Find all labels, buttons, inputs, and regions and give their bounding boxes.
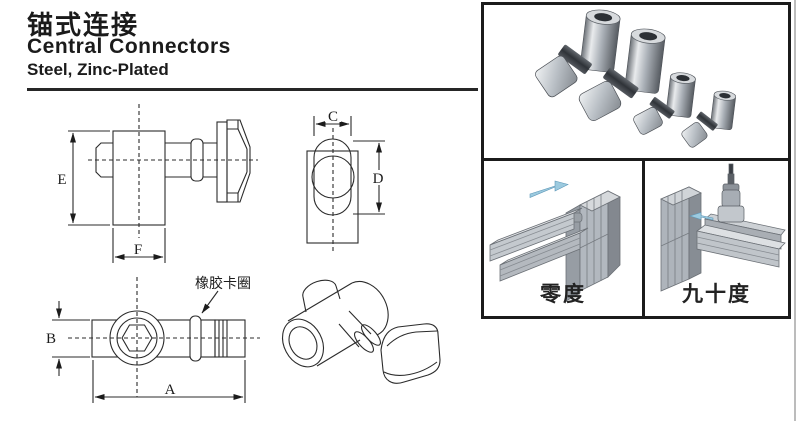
horizontal-profile-beams [696,213,786,268]
dim-label-A: A [165,382,176,398]
vertical-profile-post [660,186,702,292]
horizontal-profile-beams [489,207,589,282]
connectors-photo [535,9,737,148]
isometric-view-drawing [281,279,441,384]
zero-degree-label: 零度 [540,282,586,306]
page-title-english: Central Connectors [27,35,231,58]
ninety-degree-label: 九十度 [682,282,751,306]
ninety-degree-illustration [660,163,786,292]
dim-label-E: E [57,172,66,188]
page-edge-line [794,0,796,421]
page-title-chinese: 锚式连接 [27,10,140,40]
header-divider [27,88,478,91]
front-view-drawing [306,116,385,252]
side-view-drawing [68,104,258,263]
product-photo-panel [481,2,791,161]
page-subtitle-material: Steel, Zinc-Plated [27,60,169,79]
top-view-drawing [52,277,260,403]
application-panel-ninety-degree: 九十度 [642,158,791,319]
slide-direction-arrow-icon [689,212,714,221]
hex-key-tool [717,163,745,223]
connector-photo-3 [633,72,696,135]
dim-label-C: C [328,109,338,125]
slide-direction-arrow-icon [529,180,569,198]
application-panel-zero-degree: 零度 [481,158,645,319]
dim-label-D: D [373,171,384,187]
connector-photo-1 [535,9,621,98]
dim-label-F: F [134,242,142,258]
technical-drawings: E F C D [0,95,480,421]
zero-degree-illustration [489,180,621,302]
rubber-ring-callout: 橡胶卡圈 [195,275,251,292]
connector-photo-2 [578,28,666,121]
rubber-ring-leader-arrow [201,290,219,314]
dim-label-B: B [46,331,56,347]
connector-photo-4 [681,90,737,148]
technical-drawings-svg: E F C D [46,104,441,403]
